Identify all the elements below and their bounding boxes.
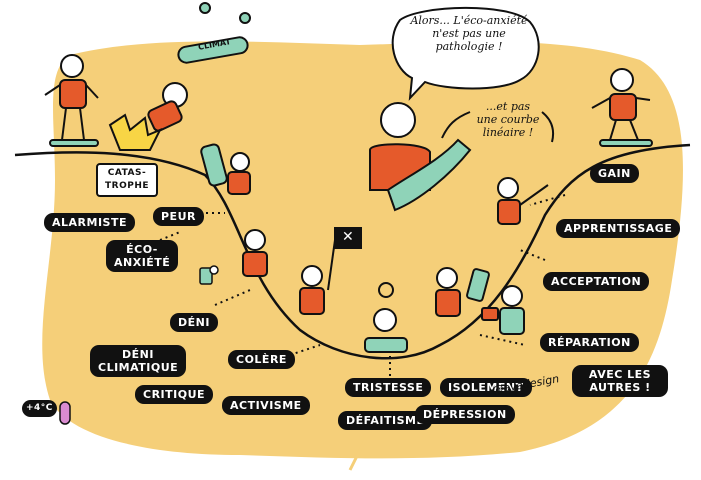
label-critique: CRITIQUE	[135, 385, 214, 404]
label-deni-climatique: DÉNI CLIMATIQUE	[90, 345, 186, 377]
note-arrow-right	[541, 111, 555, 143]
label-peur: PEUR	[153, 207, 204, 226]
label-activisme: ACTIVISME	[222, 396, 310, 415]
emotion-curve	[14, 143, 691, 360]
slope-figure	[200, 143, 251, 195]
speech-bubble-text: Alors... L'éco-anxiété n'est pas une pat…	[410, 14, 528, 53]
flag-mark: ✕	[342, 229, 354, 245]
label-catastrophe: CATAS-TROPHE	[96, 163, 158, 197]
label-gain: GAIN	[590, 164, 639, 183]
skater-right	[591, 68, 653, 147]
label-avec-les-autres: AVEC LES AUTRES !	[572, 365, 668, 397]
label-colere: COLÈRE	[228, 350, 295, 369]
label-eco-anxiete: ÉCO-ANXIÉTÉ	[106, 240, 178, 272]
label-acceptation: ACCEPTATION	[543, 272, 650, 291]
skater-left	[44, 54, 99, 147]
label-reparation: RÉPARATION	[540, 333, 639, 352]
label-deni: DÉNI	[170, 313, 218, 332]
thermometer-figure	[59, 401, 71, 425]
small-figure-left	[199, 265, 219, 285]
speech-bubble-shape	[391, 6, 540, 101]
note-arrow-left	[441, 111, 471, 139]
label-tristesse: TRISTESSE	[345, 378, 432, 397]
linear-note: ...et pas une courbe linéaire !	[476, 100, 540, 139]
label-depression: DÉPRESSION	[415, 405, 515, 424]
temperature-label: +4°C	[22, 400, 57, 417]
background-blob	[42, 41, 683, 459]
valley-figures	[242, 177, 549, 353]
climat-board	[177, 2, 251, 64]
label-defaitisme: DÉFAITISME	[338, 411, 433, 430]
label-apprentissage: APPRENTISSAGE	[556, 219, 681, 238]
connectors	[159, 194, 566, 378]
falling-figure	[108, 82, 188, 151]
narrator-figure	[369, 102, 472, 212]
label-isolement: ISOLEMENT	[440, 378, 532, 397]
label-alarmiste: ALARMISTE	[44, 213, 135, 232]
